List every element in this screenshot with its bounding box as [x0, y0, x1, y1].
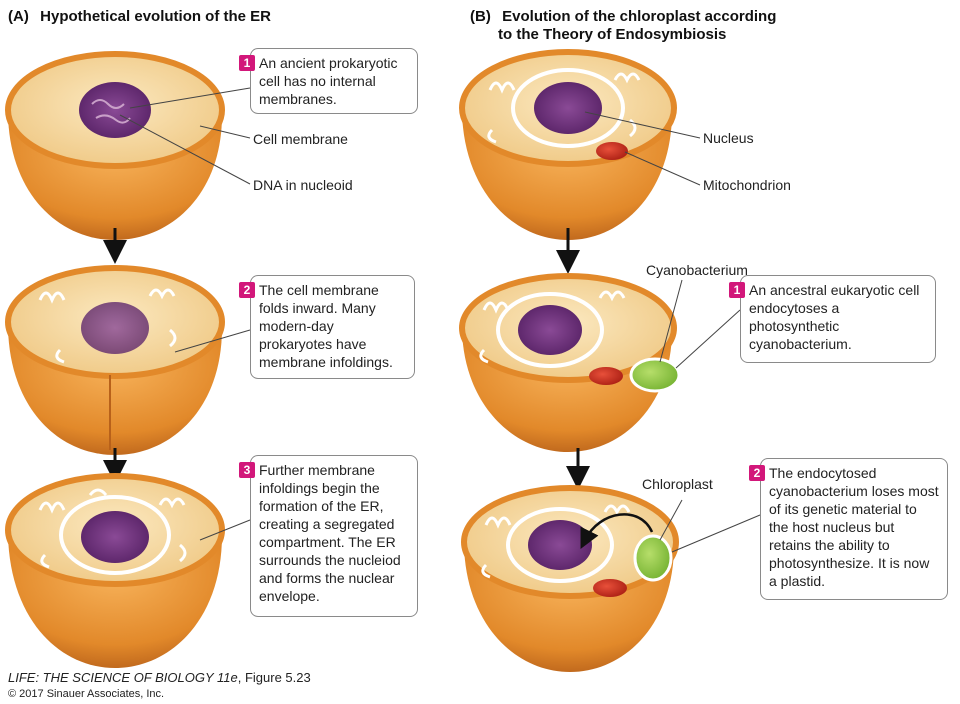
- callout-a3: 3 Further membrane infoldings begin the …: [239, 455, 418, 617]
- mitochondrion-b1: [596, 142, 628, 160]
- callout-b1: 1 An ancestral eukaryotic cell endocytos…: [729, 275, 936, 363]
- step-badge-a2: 2: [239, 282, 255, 298]
- cell-a2: [5, 265, 225, 455]
- callout-a2: 2 The cell membrane folds inward. Many m…: [239, 275, 415, 379]
- step-badge-b2: 2: [749, 465, 765, 481]
- callout-lines-b2: [659, 279, 741, 369]
- cell-a3: [5, 473, 225, 668]
- step-badge-a1: 1: [239, 55, 255, 71]
- callout-b2-text: The endocytosed cyanobacterium loses mos…: [769, 465, 939, 589]
- nucleoid-a2: [81, 302, 149, 354]
- panel-b-title-line2: to the Theory of Endosymbiosis: [498, 26, 727, 43]
- panel-a-heading: (A) Hypothetical evolution of the ER: [8, 8, 271, 26]
- credit-book-title: LIFE: THE SCIENCE OF BIOLOGY 11e: [8, 670, 238, 685]
- callout-b1-text: An ancestral eukaryotic cell endocytoses…: [749, 282, 920, 352]
- panel-b-letter: (B): [470, 8, 491, 25]
- label-mitochondrion: Mitochondrion: [703, 177, 791, 193]
- callout-a1-text: An ancient prokaryotic cell has no inter…: [259, 55, 398, 107]
- step-badge-a3: 3: [239, 462, 255, 478]
- credit-copyright: © 2017 Sinauer Associates, Inc.: [8, 688, 165, 700]
- cyanobacterium-b2: [629, 357, 681, 393]
- nucleoid-a1: [79, 82, 151, 138]
- label-nucleus: Nucleus: [703, 130, 754, 146]
- cell-b2: [459, 273, 681, 452]
- chloroplast-b3: [633, 534, 673, 582]
- mitochondrion-b2: [589, 367, 623, 385]
- callout-line-a3: [199, 519, 251, 541]
- callout-line-a2: [174, 329, 251, 353]
- gene-transfer-arrow: [580, 513, 654, 549]
- nucleus-b2: [518, 305, 582, 355]
- credit-line: LIFE: THE SCIENCE OF BIOLOGY 11e, Figure…: [8, 670, 311, 685]
- nucleus-b3: [528, 520, 592, 570]
- callout-a3-text: Further membrane infoldings begin the fo…: [259, 462, 401, 604]
- label-dna-in-nucleoid: DNA in nucleoid: [253, 177, 353, 193]
- step-badge-b1: 1: [729, 282, 745, 298]
- label-cell-membrane: Cell membrane: [253, 131, 348, 147]
- callout-b2: 2 The endocytosed cyanobacterium loses m…: [749, 458, 948, 600]
- callout-lines-a1: [119, 87, 251, 185]
- credit-figure: , Figure 5.23: [237, 670, 311, 685]
- nucleus-a3: [81, 511, 149, 563]
- panel-b-title-line1: Evolution of the chloroplast according: [502, 8, 777, 25]
- callout-a1: 1 An ancient prokaryotic cell has no int…: [239, 48, 418, 114]
- mitochondrion-b3: [593, 579, 627, 597]
- cell-b1: [459, 49, 677, 240]
- callout-lines-b3: [659, 499, 761, 553]
- panel-a-letter: (A): [8, 8, 29, 25]
- cell-b3: [461, 485, 679, 672]
- panel-b-heading: (B) Evolution of the chloroplast accordi…: [470, 8, 776, 44]
- callout-lines-b1: [584, 111, 701, 186]
- label-cyanobacterium: Cyanobacterium: [646, 262, 748, 278]
- panel-a-title: Hypothetical evolution of the ER: [40, 8, 272, 25]
- nucleus-b1: [534, 82, 602, 134]
- cell-a1: [5, 51, 225, 240]
- label-chloroplast: Chloroplast: [642, 476, 713, 492]
- callout-a2-text: The cell membrane folds inward. Many mod…: [259, 282, 393, 370]
